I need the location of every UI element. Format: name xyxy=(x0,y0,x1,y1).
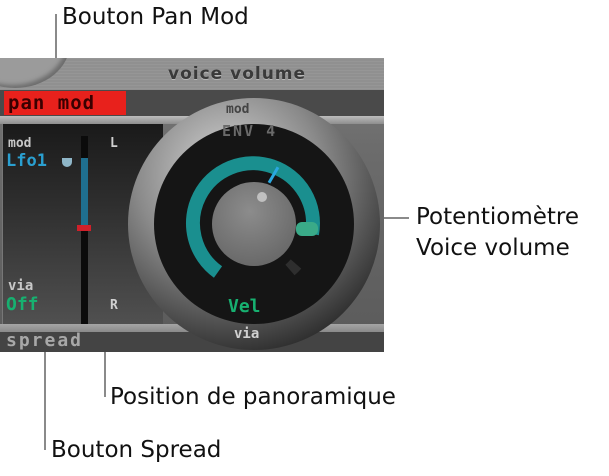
pan-left-label: L xyxy=(110,136,118,151)
voice-volume-knob[interactable] xyxy=(212,182,296,266)
via-amount-handle[interactable] xyxy=(296,222,318,236)
panel-title: voice volume xyxy=(168,64,307,84)
spread-button-callout: Bouton Spread xyxy=(51,437,222,463)
voice-volume-knob-callout: Potentiomètre Voice volume xyxy=(416,202,579,264)
knob-indicator-dot xyxy=(257,192,267,202)
spread-button[interactable]: spread xyxy=(6,330,84,351)
pan-mod-label: mod xyxy=(8,136,32,151)
voice-volume-callout-line xyxy=(378,217,409,219)
pan-mod-range-bar[interactable] xyxy=(81,158,88,228)
pan-mod-button-callout: Bouton Pan Mod xyxy=(62,4,249,30)
chevron-down-icon[interactable] xyxy=(62,158,72,167)
spread-callout-line xyxy=(44,350,46,450)
voice-volume-panel: voice volume pan mod mod Lfo1 L via Off … xyxy=(0,58,384,352)
pan-slider-track[interactable] xyxy=(81,136,88,342)
volume-mod-label: mod xyxy=(226,102,250,117)
volume-via-source-menu[interactable]: Vel xyxy=(228,296,261,317)
pan-position-callout: Position de panoramique xyxy=(110,384,396,410)
volume-mod-arc[interactable] xyxy=(184,154,324,294)
pan-via-label: via xyxy=(8,278,34,294)
volume-via-label: via xyxy=(234,326,260,342)
volume-mod-source-menu[interactable]: ENV 4 xyxy=(222,122,278,140)
pan-via-source-menu[interactable]: Off xyxy=(6,294,39,315)
pan-right-label: R xyxy=(110,298,118,313)
voice-volume-callout-line1: Potentiomètre xyxy=(416,204,580,230)
voice-volume-callout-line2: Voice volume xyxy=(416,235,570,261)
pan-mod-button[interactable]: pan mod xyxy=(4,91,126,115)
pan-mod-source-menu[interactable]: Lfo1 xyxy=(6,151,47,171)
pan-position-handle[interactable] xyxy=(77,225,91,231)
